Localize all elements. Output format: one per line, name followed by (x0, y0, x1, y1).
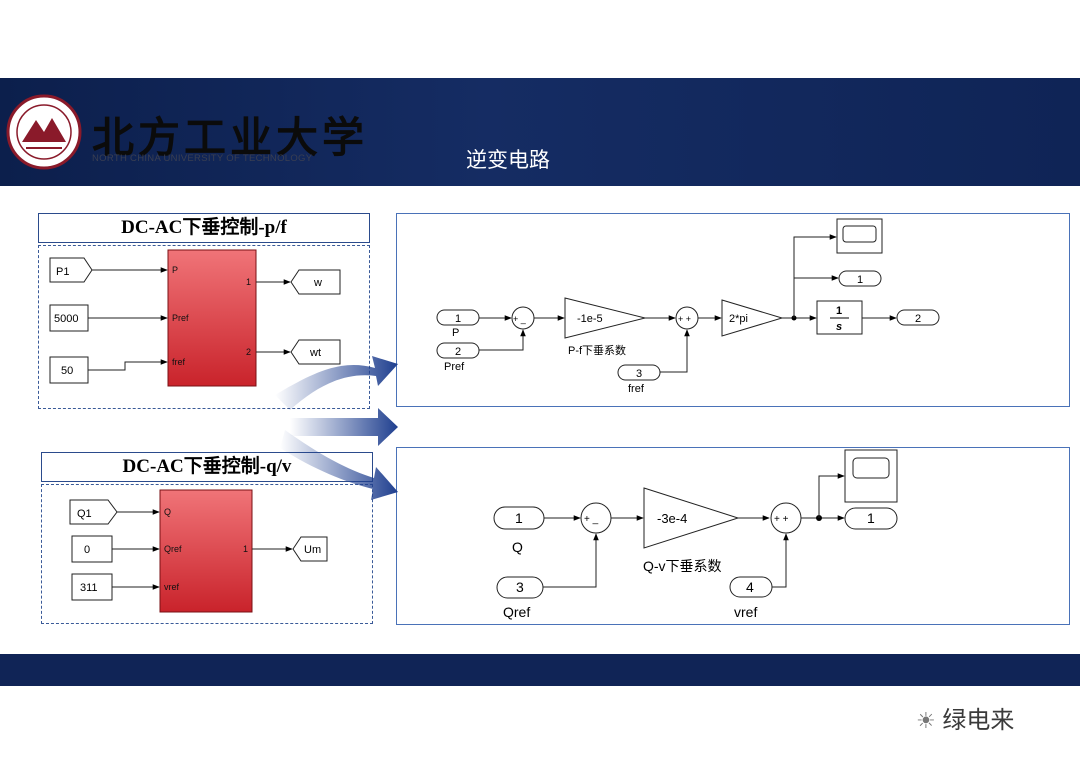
pf-port-out2: 2 (246, 347, 251, 357)
footer-bar (0, 654, 1080, 686)
pf-input-tag-p1[interactable] (49, 257, 93, 283)
qv-sum2-signs: + + (774, 514, 789, 525)
pf-inport-fref-num: 3 (636, 368, 642, 380)
pf-integrator-num: 1 (836, 305, 842, 317)
pf-outport-2[interactable] (896, 309, 940, 326)
watermark-text: 绿电来 (942, 707, 1015, 734)
pf-detail-diagram: 1 P 2 Pref + _ -1e-5 P-f下垂系数 + + 3 fref … (436, 218, 940, 395)
pf-output-tag-w-label: w (313, 277, 322, 289)
pf-gain-block-1[interactable] (564, 297, 646, 339)
pf-port-pref: Pref (172, 313, 189, 323)
pf-gain-1-label: P-f下垂系数 (568, 344, 626, 357)
pf-port-out1: 1 (246, 277, 251, 287)
qv-port-qref: Qref (164, 544, 182, 554)
qv-output-tag-um[interactable] (292, 536, 328, 562)
qv-input-tag-q1-label: Q1 (77, 508, 92, 520)
pf-outport-1[interactable] (838, 270, 882, 287)
university-name: 北方工业大学 (92, 113, 369, 162)
qv-port-out1: 1 (243, 544, 248, 554)
qv-subsystem-group: Q1 0 311 Q Qref vref 1 Um (69, 489, 328, 613)
pf-port-fref: fref (172, 357, 186, 367)
pf-input-const-pref-value: 5000 (54, 313, 78, 325)
pf-gain-1-value: -1e-5 (577, 313, 603, 325)
pf-outport-2-num: 2 (915, 313, 921, 325)
qv-input-const-qref[interactable] (71, 535, 113, 563)
qv-inport-q-num: 1 (515, 510, 523, 526)
qv-input-tag-q1[interactable] (69, 499, 118, 525)
qv-scope-screen (852, 457, 890, 479)
qv-port-q: Q (164, 507, 171, 517)
qv-gain-value: -3e-4 (657, 511, 687, 526)
qv-gain-block[interactable] (643, 487, 740, 549)
qv-panel-frame (41, 484, 373, 624)
qv-outport-1-num: 1 (867, 510, 875, 526)
pf-scope-screen (842, 225, 877, 243)
callout-arrows (275, 356, 398, 500)
qv-inport-vref-label: vref (734, 604, 757, 620)
pf-integrator-den: s (836, 321, 842, 333)
arrow-to-middle (290, 408, 398, 446)
pf-sum1-signs: + _ (513, 314, 527, 324)
qv-inport-qref-num: 3 (516, 579, 524, 595)
pf-inport-fref-label: fref (628, 383, 645, 395)
qv-outport-1[interactable] (844, 507, 898, 530)
qv-inport-vref-num: 4 (746, 579, 754, 595)
pf-port-p: P (172, 265, 178, 275)
pf-gain-2-value: 2*pi (729, 313, 748, 325)
slide-title: 逆变电路 (466, 149, 550, 172)
qv-gain-label: Q-v下垂系数 (643, 558, 722, 574)
pf-output-tag-wt-label: wt (309, 347, 321, 359)
arrow-to-qv-diagram (280, 430, 398, 500)
pf-input-const-fref[interactable] (49, 356, 89, 384)
pf-input-tag-p1-label: P1 (56, 266, 69, 278)
qv-detail-diagram: 1 Q + _ 3 Qref -3e-4 Q-v下垂系数 + + 4 vref … (493, 449, 898, 620)
arrow-to-pf-diagram (275, 356, 398, 410)
qv-port-vref: vref (164, 582, 180, 592)
university-name-en: NORTH CHINA UNIVERSITY OF TECHNOLOGY (92, 153, 313, 164)
qv-subsystem-block[interactable] (159, 489, 253, 613)
pf-subsystem-block[interactable] (167, 249, 257, 387)
qv-input-const-qref-value: 0 (84, 544, 90, 556)
qv-output-tag-um-label: Um (304, 544, 321, 556)
qv-inport-qref-label: Qref (503, 604, 530, 620)
qv-input-const-vref-value: 311 (80, 582, 98, 594)
pf-inport-pref-label: Pref (444, 361, 465, 373)
pf-input-const-fref-value: 50 (61, 365, 73, 377)
pf-inport-p-num: 1 (455, 313, 461, 325)
pf-gain-block-2[interactable] (721, 299, 784, 337)
pf-sum2-signs: + + (678, 314, 691, 324)
qv-inport-q-label: Q (512, 539, 523, 555)
pf-panel-title: DC-AC下垂控制-p/f (38, 213, 370, 243)
pf-output-tag-w[interactable] (290, 269, 341, 295)
pf-inport-pref-num: 2 (455, 346, 461, 358)
qv-sum1-signs: + _ (584, 514, 599, 525)
pf-output-tag-wt[interactable] (290, 339, 341, 365)
university-seal-logo (6, 94, 82, 170)
header-bar (0, 78, 1080, 186)
pf-panel-frame (38, 245, 370, 409)
wechat-icon: ☀ (916, 708, 936, 733)
qv-input-const-vref[interactable] (71, 573, 113, 601)
watermark: ☀ 绿电来 (916, 700, 1014, 735)
pf-outport-1-num: 1 (857, 274, 863, 286)
pf-subsystem-group: P1 5000 50 P Pref fref 1 2 w wt (49, 249, 341, 387)
pf-inport-p-label: P (452, 327, 459, 339)
